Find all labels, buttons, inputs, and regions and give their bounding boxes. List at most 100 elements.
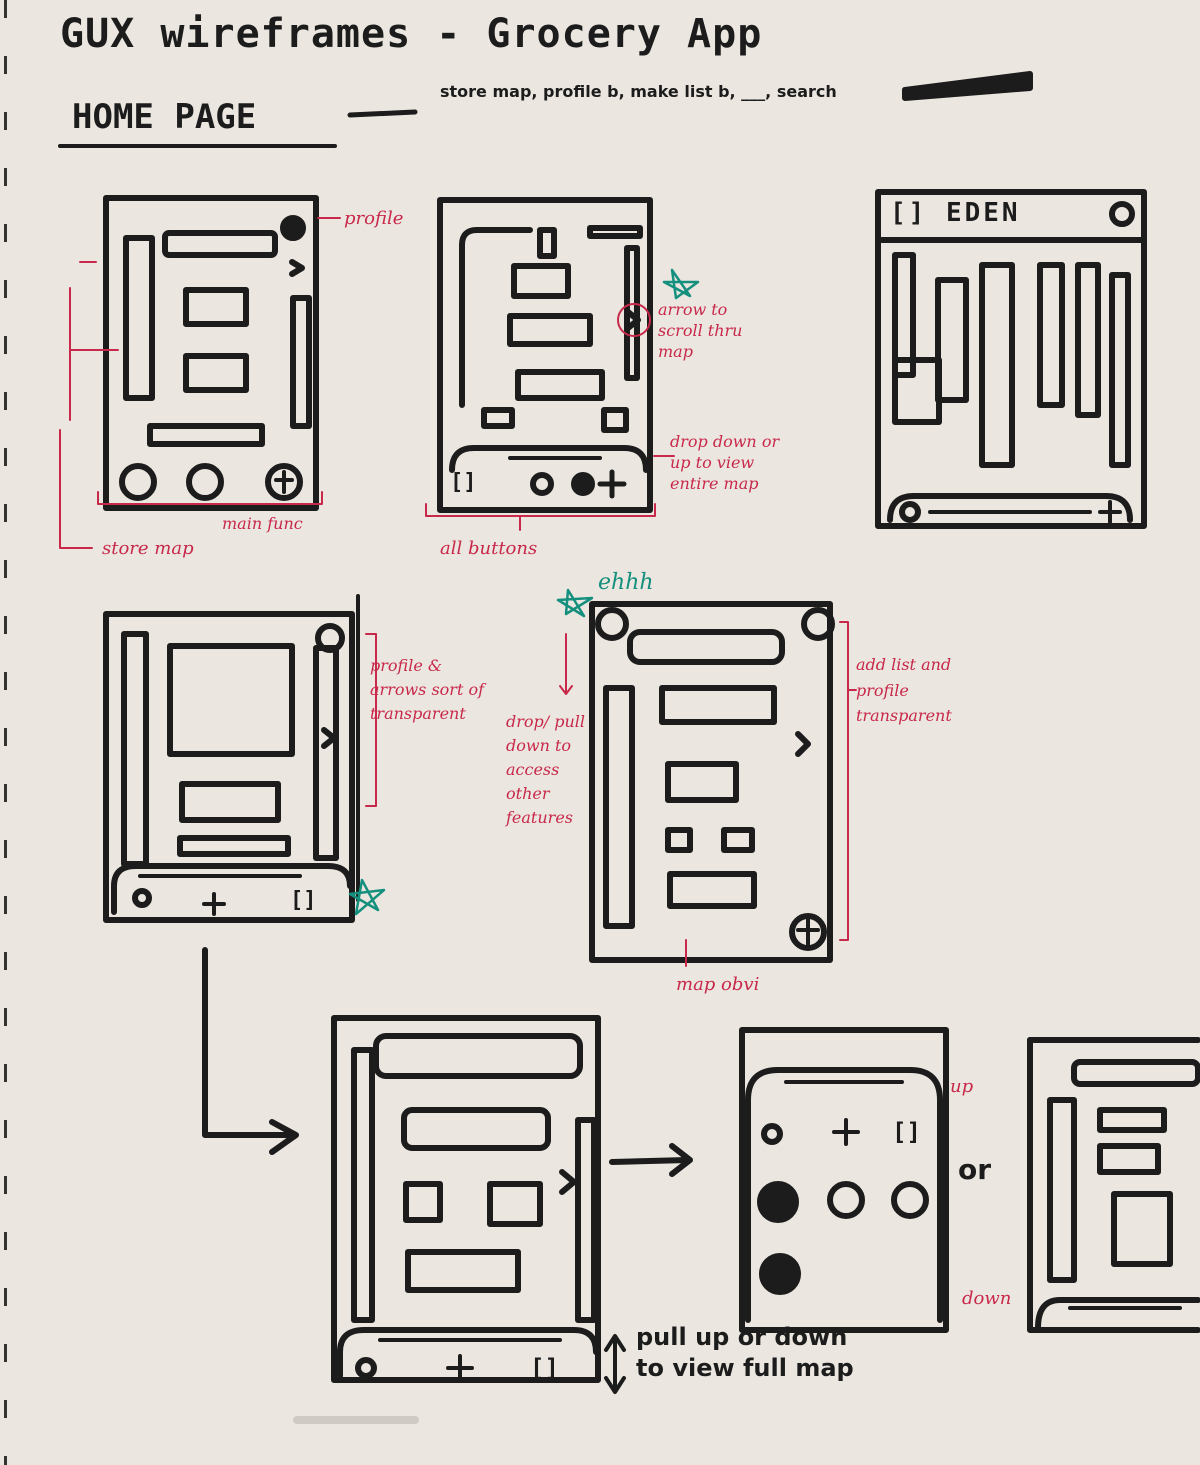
close-icon	[801, 607, 835, 641]
annotation-ehhh: ehhh	[598, 570, 654, 595]
frame-2-aisle	[511, 263, 571, 299]
frame-3-aisle	[1075, 262, 1101, 418]
profile-icon	[1109, 201, 1135, 227]
redaction-scribble	[902, 71, 1033, 101]
arrow-right-icon	[795, 731, 811, 757]
frame-5-aisle	[721, 827, 755, 853]
annotation-arrow: arrow to scroll thru map	[658, 300, 743, 361]
add-icon	[789, 913, 827, 951]
frame-3-aisle	[1109, 272, 1131, 468]
annotation-drop-pull: drop/ pull down to access other features	[506, 712, 586, 827]
frame-7-drawer	[745, 1067, 943, 1323]
scan-icon: []	[290, 888, 317, 913]
arrow-right-icon	[289, 259, 305, 277]
frame-3-aisle	[892, 357, 942, 425]
frame-6-aisle	[575, 1117, 597, 1323]
frame-8-aisle	[1097, 1107, 1167, 1133]
frame-6-aisle	[401, 1107, 551, 1151]
frame-5-aisle	[627, 629, 785, 665]
frame-8-aisle	[1111, 1191, 1173, 1267]
annotation-all-buttons: all buttons	[440, 538, 538, 559]
frame-2-aisle	[587, 225, 643, 239]
annotation-or: or	[958, 1153, 992, 1186]
search-icon	[132, 888, 152, 908]
frame-8-aisle	[1047, 1097, 1077, 1283]
profile-icon	[571, 472, 595, 496]
wireframe-8	[1027, 1037, 1200, 1333]
frame-8-aisle	[1097, 1143, 1161, 1175]
frame-5-aisle	[659, 685, 777, 725]
wireframe-5	[589, 601, 835, 963]
frame-6-aisle	[405, 1249, 521, 1293]
teal-stars	[348, 268, 700, 916]
frame-5-aisle	[603, 685, 635, 929]
frame-4-drawer	[111, 863, 353, 915]
frame-3-aisle	[935, 277, 969, 403]
annotation-main-func: main func	[222, 514, 303, 533]
home-page-heading: HOME PAGE	[72, 97, 257, 137]
frame-1-aisle	[183, 287, 249, 327]
frame-6-aisle	[373, 1033, 583, 1079]
frame-1-border	[103, 195, 319, 511]
annotation-store-map: store map	[102, 538, 194, 559]
annotation-add-list: add list and profile transparent	[856, 655, 952, 726]
frame-8-aisle	[1071, 1059, 1200, 1087]
frame-6-drawer	[337, 1327, 599, 1379]
red-annotation-lines	[59, 217, 857, 967]
heading-dash	[347, 109, 418, 118]
frame-8-drawer	[1035, 1297, 1200, 1331]
frame-1-aisle	[183, 353, 249, 393]
profile-icon	[757, 1181, 799, 1223]
scan-icon: []	[892, 1118, 921, 1146]
add-icon	[265, 463, 303, 501]
scan-icon	[119, 463, 157, 501]
frame-1-aisle	[162, 230, 278, 258]
frame-2-aisle	[459, 227, 533, 408]
frame-5-aisle	[665, 761, 739, 803]
page-title: GUX wireframes - Grocery App	[60, 11, 763, 57]
annotation-up: up	[950, 1076, 974, 1097]
frame-1-aisle	[290, 295, 312, 429]
annotation-down: down	[962, 1288, 1012, 1309]
scan-icon: []	[450, 470, 477, 495]
frame-5-border	[589, 601, 833, 963]
profile-icon	[280, 215, 306, 241]
annotation-pull-up: pull up or down to view full map	[636, 1323, 854, 1383]
annotation-profile-arrows: profile & arrows sort of transparent	[370, 656, 485, 723]
annotation-profile: profile	[344, 208, 404, 229]
arrow-highlight	[617, 303, 651, 337]
frame-4-border	[103, 611, 355, 923]
flow-arrow	[609, 1157, 691, 1165]
frame-3-aisle	[979, 262, 1015, 468]
annotation-map-obvi: map obvi	[676, 974, 760, 995]
wireframe-6	[202, 947, 693, 1394]
frame-4-aisle	[167, 643, 295, 757]
frame-3-aisle	[892, 252, 916, 378]
page-scrollbar[interactable]	[293, 1416, 419, 1424]
frame-4-aisle	[179, 781, 281, 823]
frame-2-aisle	[481, 407, 515, 429]
settings-icon	[759, 1253, 801, 1295]
wireframe-1	[103, 195, 319, 511]
frame-2-aisle	[507, 313, 593, 347]
wireframe-3	[875, 189, 1147, 529]
frame-5-aisle	[665, 827, 693, 853]
frame-4-aisle	[177, 835, 291, 857]
scan-icon: []	[530, 1354, 559, 1382]
frame-7-border	[739, 1027, 949, 1333]
eden-header: [] EDEN	[890, 198, 1021, 228]
close-icon	[315, 623, 345, 653]
arrow-right-icon	[559, 1169, 577, 1195]
frame-2-aisle	[537, 227, 557, 259]
wireframe-4	[103, 594, 360, 923]
frame-3-aisle	[1037, 262, 1065, 408]
frame-3-border	[875, 189, 1147, 529]
frame-6-aisle	[351, 1047, 375, 1323]
search-icon	[899, 501, 921, 523]
search-icon	[530, 472, 554, 496]
search-icon	[186, 463, 224, 501]
frame-4-aisle	[313, 645, 339, 861]
info-icon	[891, 1181, 929, 1219]
arrow-right-icon	[625, 309, 641, 331]
